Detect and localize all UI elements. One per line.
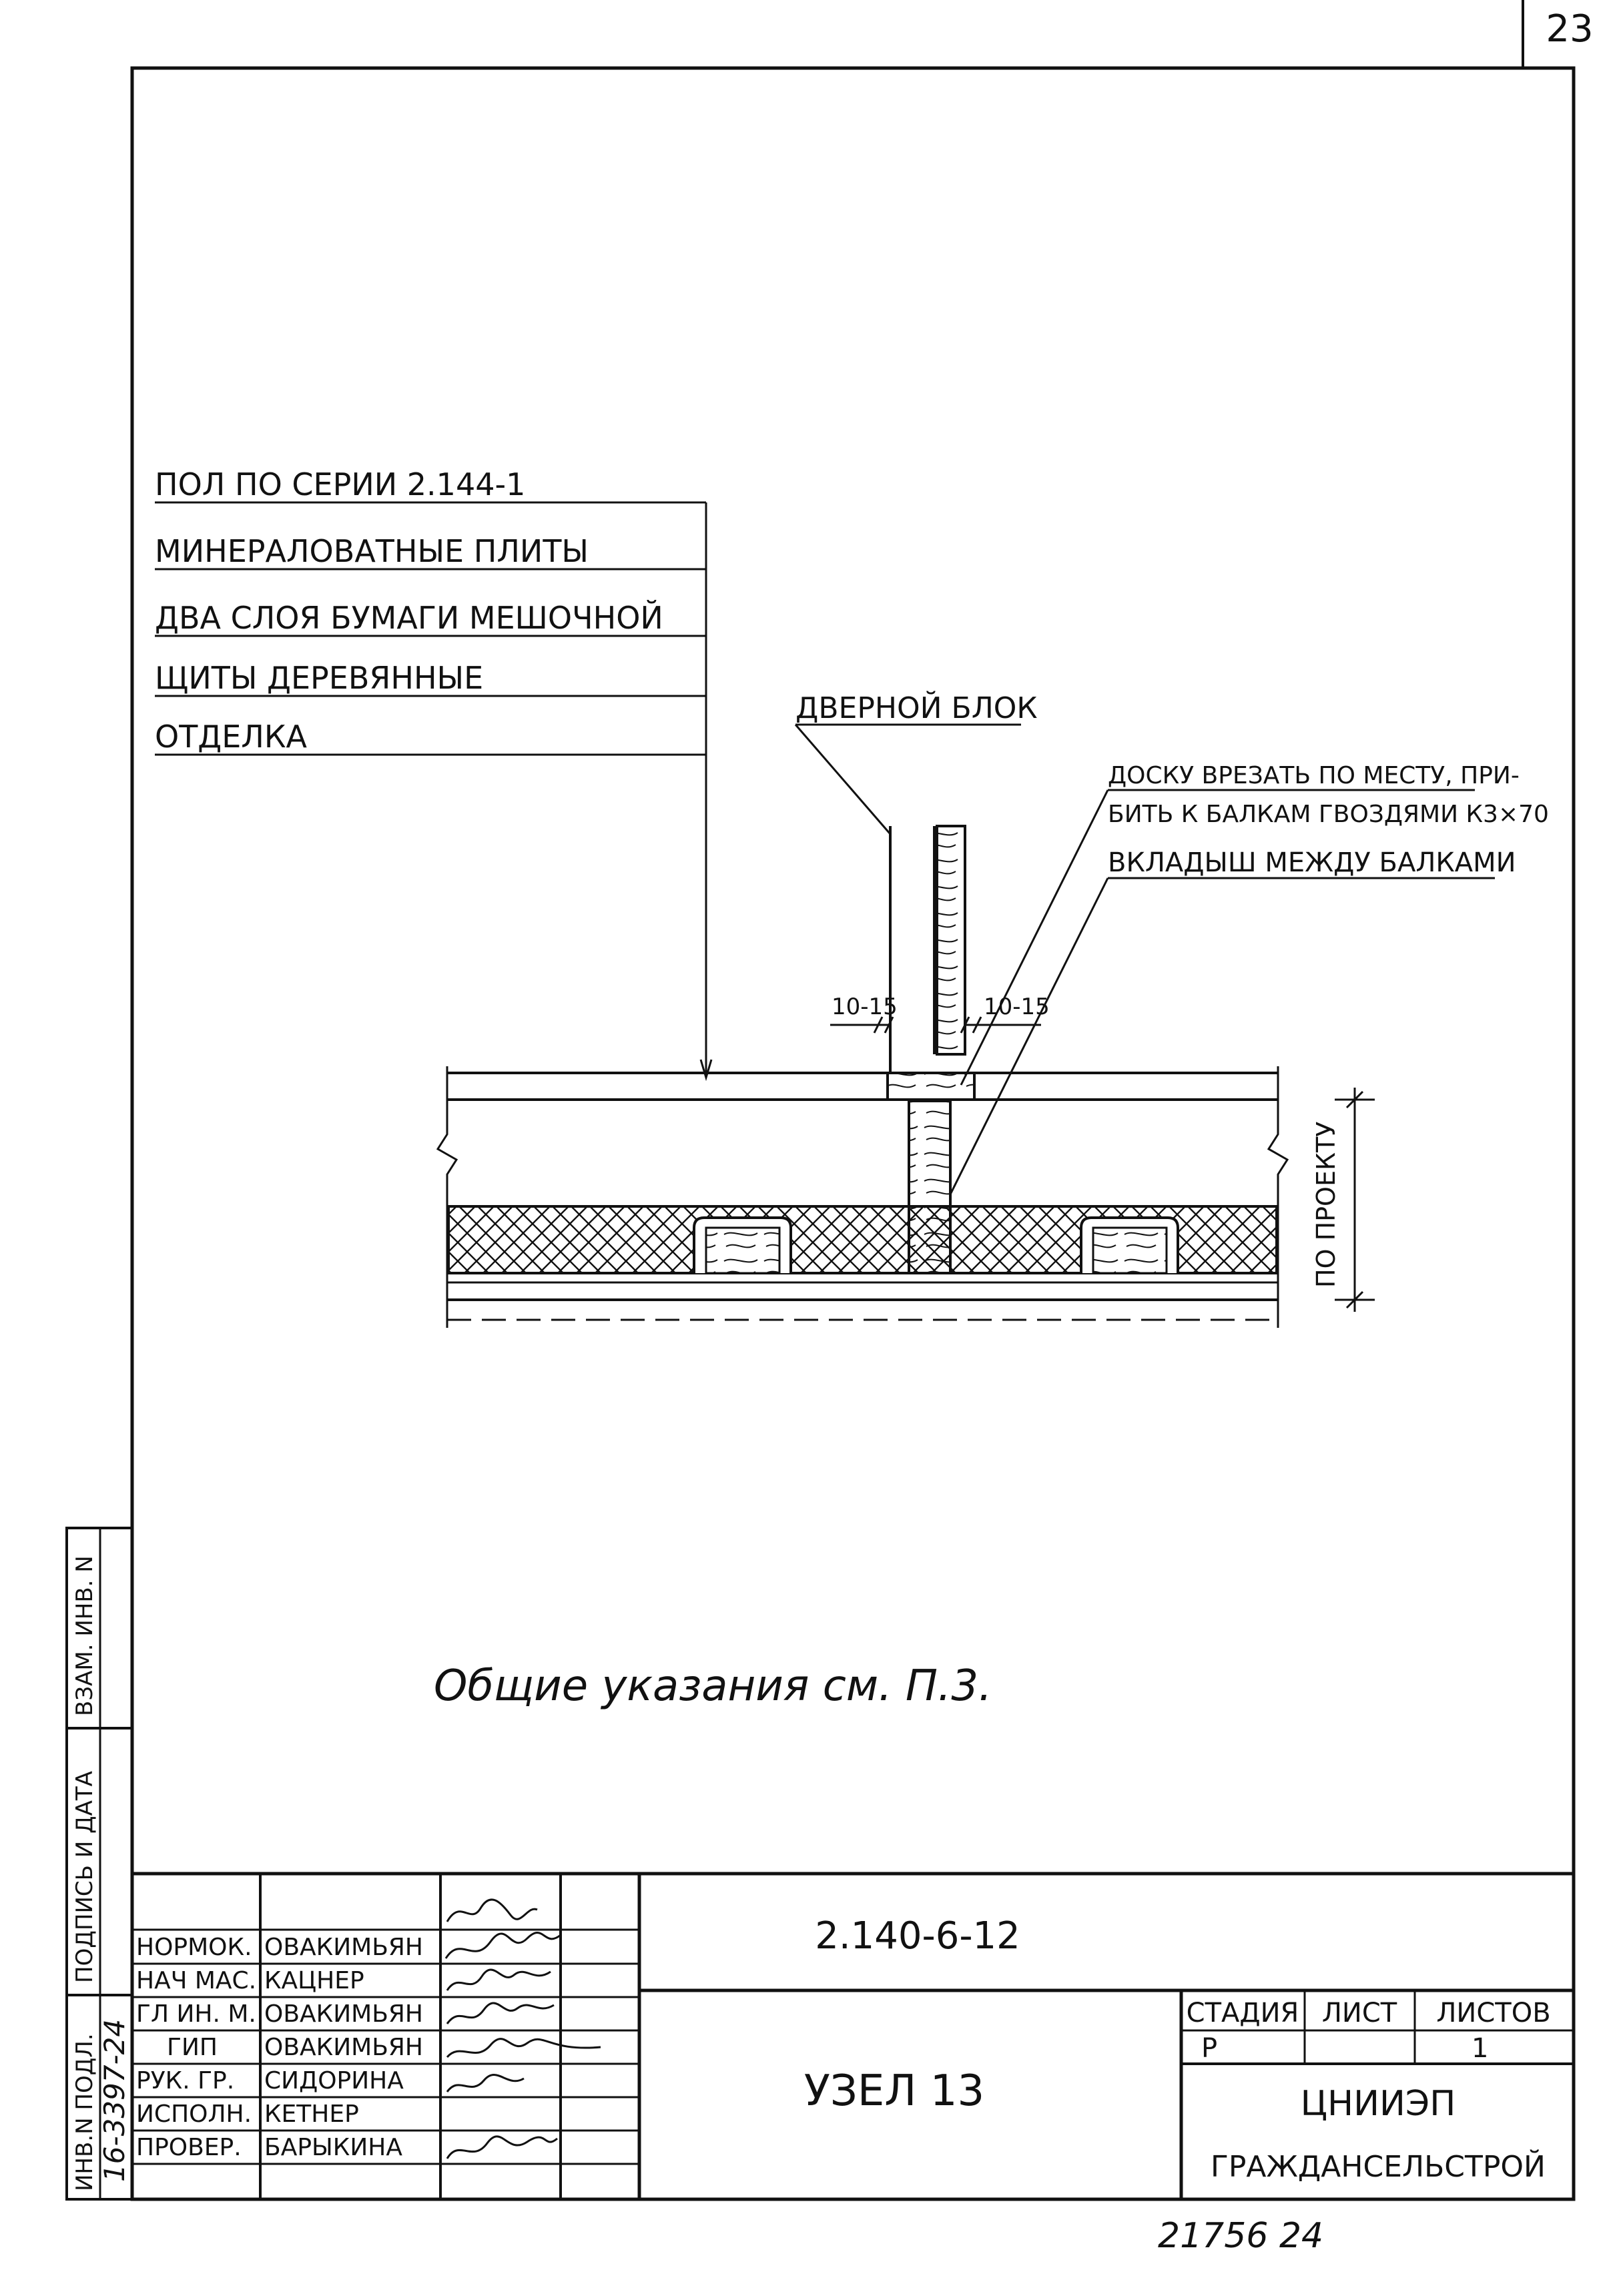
board-note-line2: БИТЬ К БАЛКАМ ГВОЗДЯМИ К3×70 — [1108, 801, 1549, 828]
side-stamp: ВЗАМ. ИНВ. N ПОДПИСЬ И ДАТА ИНВ.N ПОДЛ. … — [65, 1527, 133, 2201]
sheets-header: ЛИСТОВ — [1436, 1998, 1550, 2028]
signer-row: ИСПОЛН. КЕТНЕР — [136, 2100, 359, 2128]
sheet-header: ЛИСТ — [1322, 1998, 1397, 2028]
sign-date-label: ПОДПИСЬ И ДАТА — [71, 1771, 98, 1983]
drawing-title: УЗЕЛ 13 — [804, 2066, 984, 2116]
callouts: ДВЕРНОЙ БЛОК ДОСКУ ВРЕЗАТЬ ПО МЕСТУ, ПРИ… — [794, 690, 1549, 1195]
organization-line2: ГРАЖДАНСЕЛЬСТРОЙ — [1211, 2149, 1546, 2184]
svg-text:КЕТНЕР: КЕТНЕР — [264, 2100, 359, 2128]
leader-arrow — [699, 1059, 713, 1082]
signatures — [444, 1898, 601, 2159]
organization-line1: ЦНИИЭП — [1301, 2084, 1456, 2124]
signer-row: ГИП ОВАКИМЬЯН — [167, 2034, 423, 2061]
svg-text:ГИП: ГИП — [167, 2034, 218, 2061]
svg-text:ОВАКИМЬЯН: ОВАКИМЬЯН — [264, 1934, 423, 1961]
layer-label-mineral-wool: МИНЕРАЛОВАТНЫЕ ПЛИТЫ — [155, 533, 589, 569]
svg-text:ОВАКИМЬЯН: ОВАКИМЬЯН — [264, 2000, 423, 2028]
beam-left — [693, 1216, 792, 1274]
signer-row: НОРМОК. ОВАКИМЬЯН — [136, 1934, 423, 1961]
inv-original-label: ИНВ.N ПОДЛ. — [71, 2033, 98, 2191]
svg-text:ИСПОЛН.: ИСПОЛН. — [136, 2100, 252, 2128]
door-leaf — [936, 825, 966, 1056]
layer-label-floor: ПОЛ ПО СЕРИИ 2.144-1 — [155, 466, 525, 502]
door-block-label: ДВЕРНОЙ БЛОК — [795, 690, 1038, 725]
svg-text:ОВАКИМЬЯН: ОВАКИМЬЯН — [264, 2034, 423, 2061]
beam-right — [1080, 1216, 1179, 1274]
svg-text:КАЦНЕР: КАЦНЕР — [264, 1967, 364, 1994]
signer-row: ПРОВЕР. БАРЫКИНА — [136, 2134, 402, 2161]
svg-text:БАРЫКИНА: БАРЫКИНА — [264, 2134, 402, 2161]
by-project-label: ПО ПРОЕКТУ — [1311, 1122, 1341, 1288]
sheet-frame — [130, 66, 1576, 2201]
insert-between-beams — [908, 1100, 952, 1274]
svg-text:СИДОРИНА: СИДОРИНА — [264, 2067, 404, 2094]
inv-number: 16-3397-24 — [98, 2019, 131, 2182]
layer-label-boards: ЩИТЫ ДЕРЕВЯННЫЕ — [155, 660, 483, 696]
sheet-corner-number: 23 — [1546, 7, 1593, 51]
dimension-right: 10-15 — [960, 994, 1050, 1034]
break-line-left — [436, 1066, 458, 1328]
svg-text:ГЛ ИН. М.: ГЛ ИН. М. — [136, 2000, 256, 2028]
by-project-dimension: ПО ПРОЕКТУ — [1311, 1088, 1375, 1312]
layer-label-paper: ДВА СЛОЯ БУМАГИ МЕШОЧНОЙ — [155, 600, 663, 636]
dim-left-label: 10-15 — [832, 994, 898, 1020]
dimension-left: 10-15 — [830, 994, 898, 1034]
inv-exchange-label: ВЗАМ. ИНВ. N — [71, 1555, 98, 1716]
floor-section: 10-15 10-15 ПО ПРОЕКТУ — [436, 825, 1375, 1328]
document-code: 2.140-6-12 — [815, 1914, 1020, 1958]
layer-labels: ПОЛ ПО СЕРИИ 2.144-1 МИНЕРАЛОВАТНЫЕ ПЛИТ… — [155, 466, 713, 1082]
svg-text:РУК. ГР.: РУК. ГР. — [136, 2067, 234, 2094]
stage-header: СТАДИЯ — [1187, 1998, 1299, 2028]
layer-label-finish: ОТДЕЛКА — [155, 719, 308, 755]
board-note-line1: ДОСКУ ВРЕЗАТЬ ПО МЕСТУ, ПРИ- — [1108, 762, 1520, 789]
general-note: Общие указания см. П.3. — [434, 1661, 992, 1711]
insert-label: ВКЛАДЫШ МЕЖДУ БАЛКАМИ — [1108, 847, 1516, 878]
signer-row: РУК. ГР. СИДОРИНА — [136, 2067, 404, 2094]
stage-value: Р — [1201, 2033, 1217, 2064]
footer-number: 21756 24 — [1158, 2216, 1323, 2256]
title-block: НОРМОК. ОВАКИМЬЯН НАЧ МАС. КАЦНЕР ГЛ ИН.… — [132, 1872, 1574, 2199]
signer-row: НАЧ МАС. КАЦНЕР — [136, 1967, 364, 1994]
svg-text:НАЧ МАС.: НАЧ МАС. — [136, 1967, 256, 1994]
svg-text:ПРОВЕР.: ПРОВЕР. — [136, 2134, 242, 2161]
signer-row: ГЛ ИН. М. ОВАКИМЬЯН — [136, 2000, 423, 2028]
svg-text:НОРМОК.: НОРМОК. — [136, 1934, 252, 1961]
sheets-value: 1 — [1472, 2033, 1488, 2064]
corner-number-box: 23 — [1522, 0, 1594, 68]
cut-in-board — [886, 1072, 976, 1101]
break-line-right — [1267, 1066, 1289, 1328]
